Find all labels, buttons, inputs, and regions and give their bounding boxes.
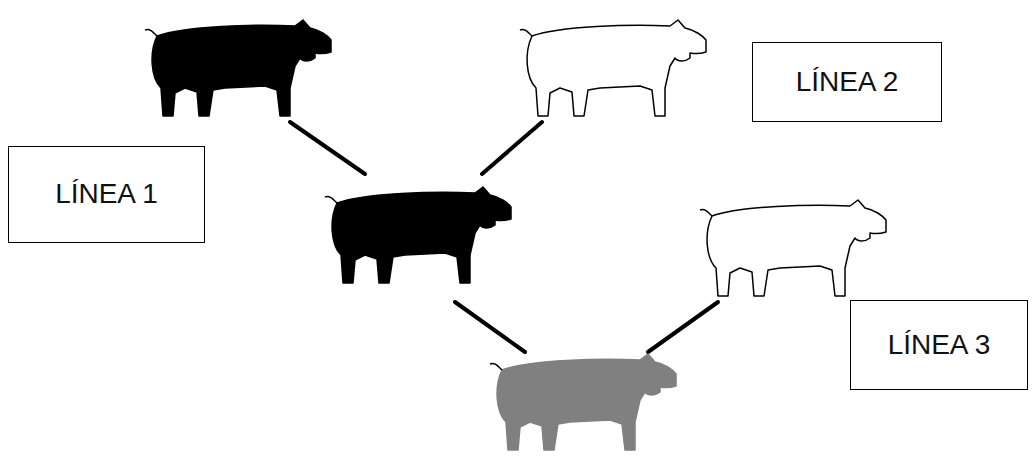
white-pig — [520, 20, 706, 116]
line-label: LÍNEA 3 — [888, 329, 991, 361]
line-label-box: LÍNEA 3 — [850, 300, 1028, 390]
cross-line — [648, 302, 718, 352]
black-pig — [145, 20, 331, 116]
grey-pig — [490, 354, 676, 450]
line-label-box: LÍNEA 1 — [8, 146, 205, 243]
cross-line — [290, 122, 365, 174]
line-label: LÍNEA 1 — [55, 178, 158, 210]
cross-line — [455, 302, 525, 352]
cross-lines — [290, 122, 718, 352]
black-pig — [325, 187, 511, 283]
cross-line — [482, 122, 542, 174]
line-label: LÍNEA 2 — [796, 66, 899, 98]
line-label-box: LÍNEA 2 — [752, 42, 942, 122]
white-pig — [700, 200, 886, 296]
